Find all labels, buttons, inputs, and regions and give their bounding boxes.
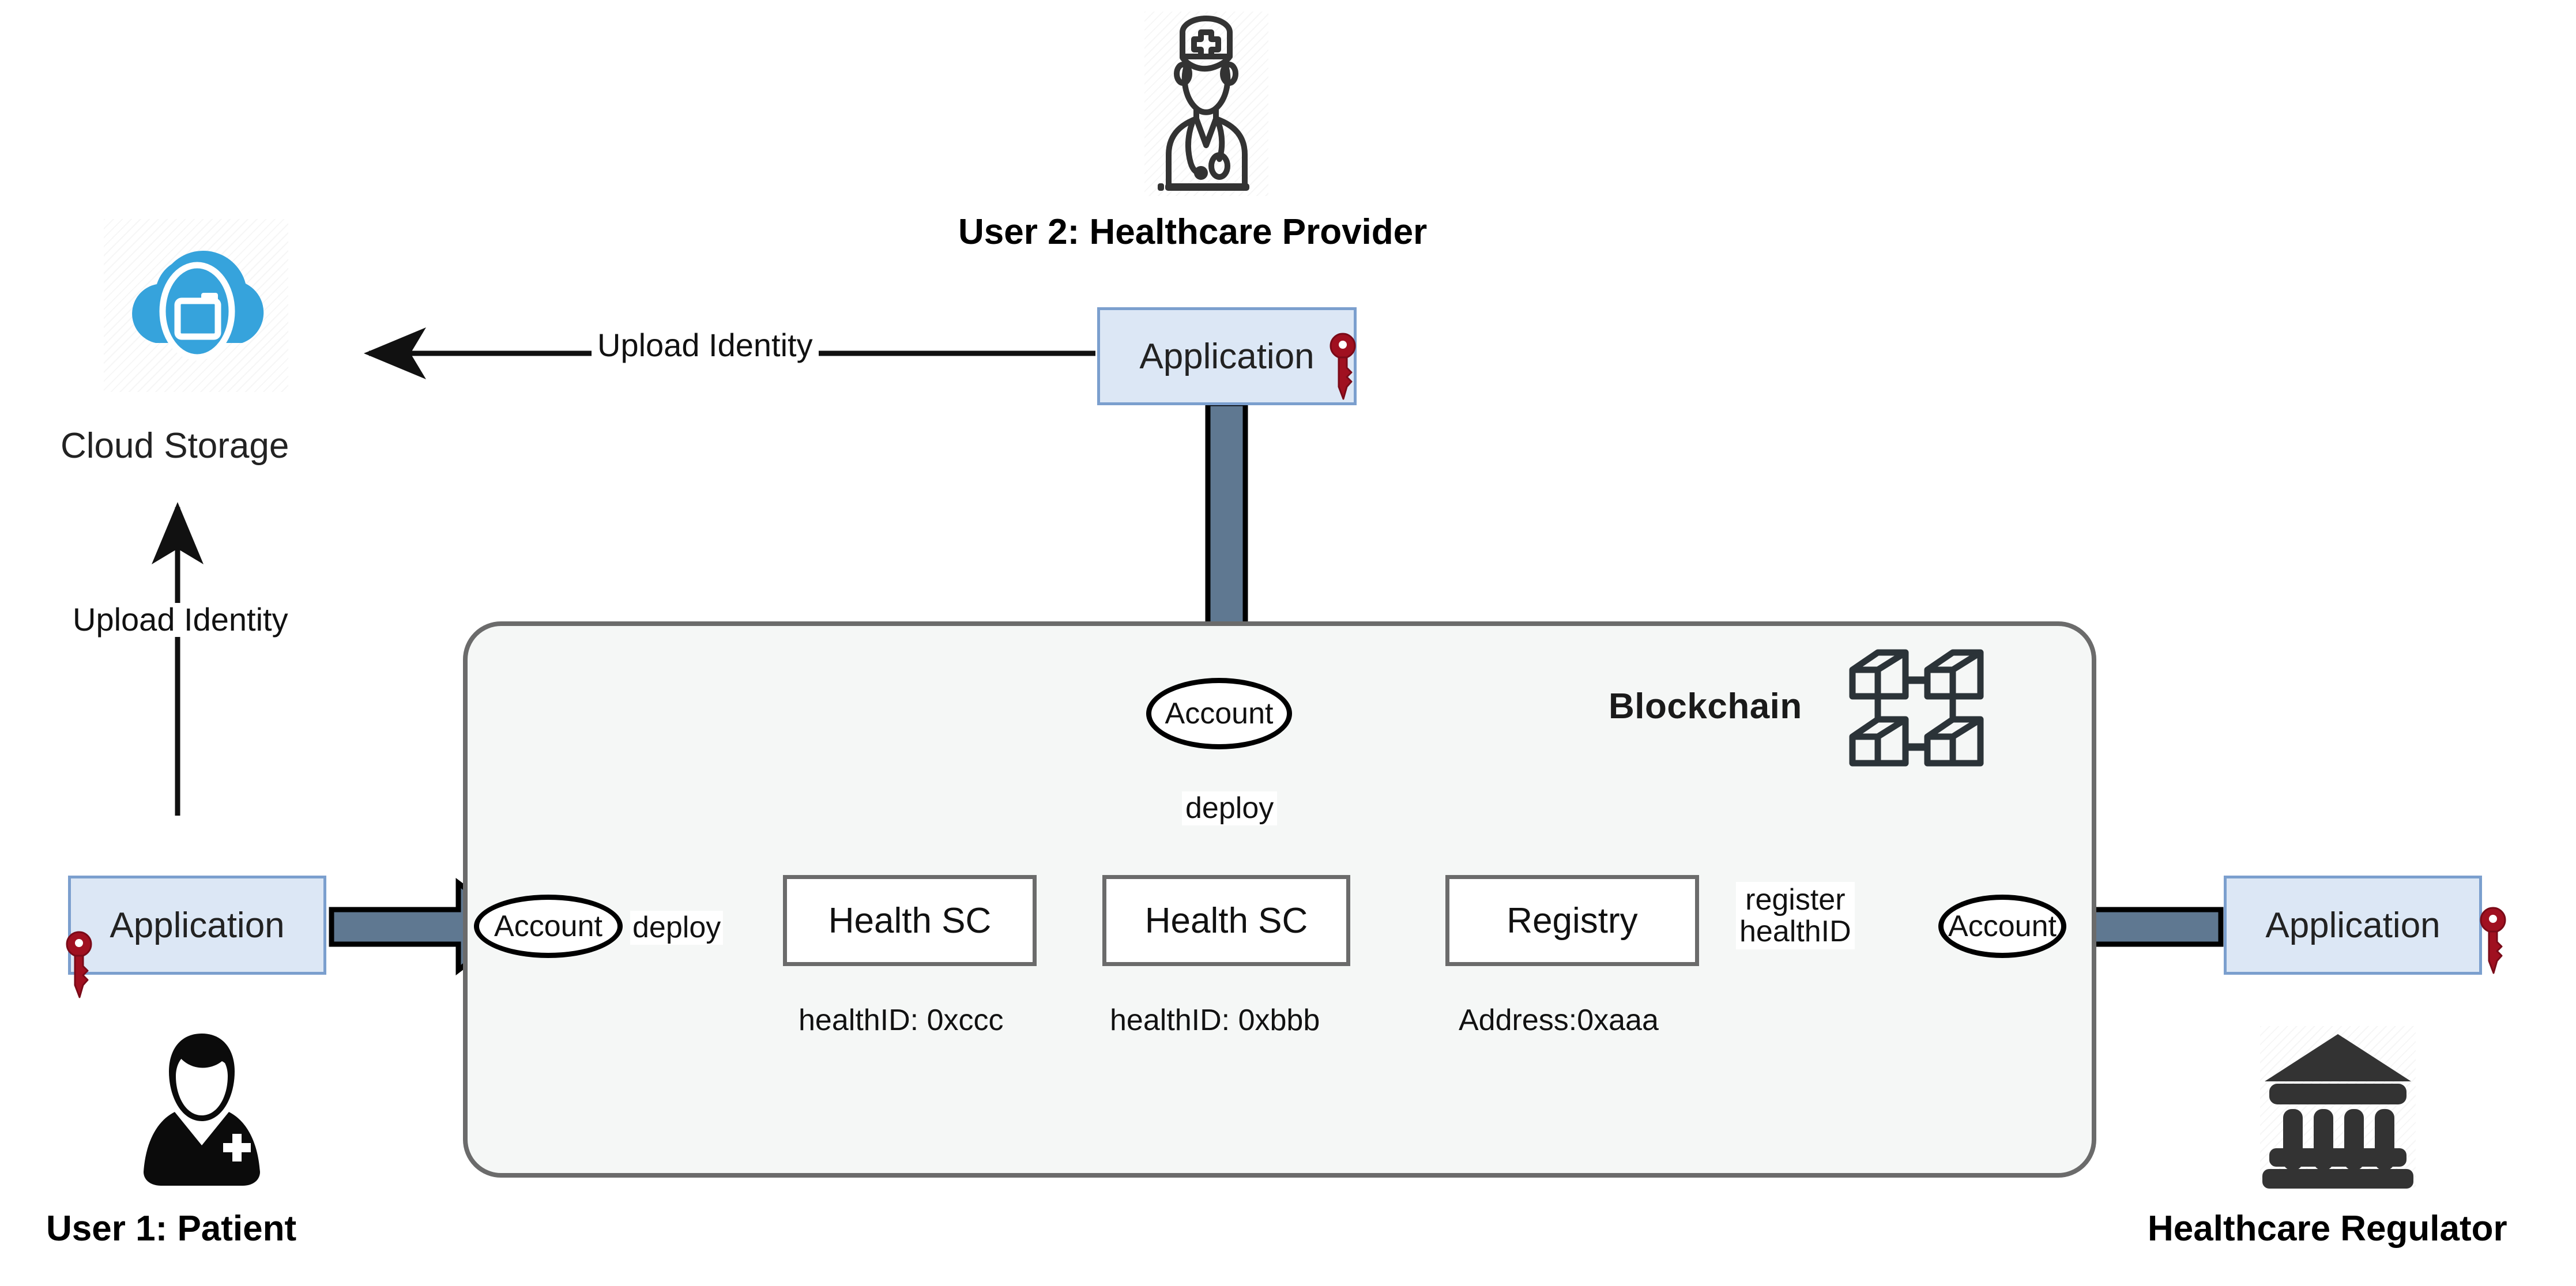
edge-label-upload-identity-top: Upload Identity <box>592 328 819 363</box>
account-ellipse-regulator[interactable]: Account <box>1938 895 2066 958</box>
cloud-storage-caption: Cloud Storage <box>61 426 289 466</box>
regulator-caption: Healthcare Regulator <box>2148 1209 2507 1249</box>
edge-label-register-healthid: register healthID <box>1736 882 1855 950</box>
doctor-person-icon <box>1144 12 1268 196</box>
contract-caption-health-sc-2: healthID: 0xbbb <box>1110 1004 1320 1037</box>
blockchain-cubes-icon <box>1848 646 1986 770</box>
edge-label-deploy-patient: deploy <box>630 911 724 945</box>
application-box-provider[interactable]: Application <box>1097 307 1357 405</box>
key-icon <box>1326 331 1359 400</box>
contract-box-health-sc-1[interactable]: Health SC <box>783 875 1037 966</box>
edge-label-register-line1: register <box>1745 883 1846 917</box>
key-icon <box>2476 905 2510 974</box>
edge-label-register-line2: healthID <box>1739 914 1851 948</box>
application-box-regulator[interactable]: Application <box>2224 876 2482 975</box>
account-ellipse-patient[interactable]: Account <box>474 895 623 958</box>
key-icon <box>62 929 96 998</box>
bank-building-icon <box>2260 1026 2416 1189</box>
cloud-storage-icon <box>104 219 288 392</box>
patient-person-icon <box>135 1029 268 1190</box>
contract-box-health-sc-2[interactable]: Health SC <box>1102 875 1350 966</box>
patient-caption: User 1: Patient <box>46 1209 297 1249</box>
account-ellipse-provider[interactable]: Account <box>1146 678 1292 749</box>
contract-caption-registry: Address:0xaaa <box>1459 1004 1659 1037</box>
blockchain-label: Blockchain <box>1609 687 1802 726</box>
application-box-patient[interactable]: Application <box>68 876 326 975</box>
provider-caption: User 2: Healthcare Provider <box>958 212 1428 252</box>
contract-box-registry[interactable]: Registry <box>1445 875 1699 966</box>
contract-caption-health-sc-1: healthID: 0xccc <box>799 1004 1004 1037</box>
edge-label-upload-identity-left: Upload Identity <box>68 602 293 637</box>
edge-label-deploy-provider: deploy <box>1182 791 1278 825</box>
